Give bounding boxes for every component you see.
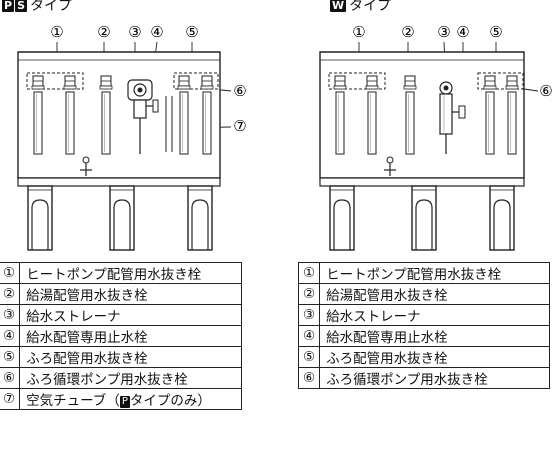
legend-label: ヒートポンプ配管用水抜き栓 [19,262,242,284]
callout-5: ⑤ [489,23,502,41]
callout-1: ① [352,23,365,41]
type-badge-p: P [119,396,130,408]
callout-2: ② [97,23,110,41]
legend-label: 給湯配管用水抜き栓 [19,283,242,305]
legend-num: ③ [297,304,321,326]
legend-num: ④ [0,325,21,347]
type-badge-w: W [330,0,347,12]
callout-4: ④ [456,23,469,41]
legend-num: ⑥ [0,367,21,389]
air-tube-icon [165,96,173,152]
strainer-icon [439,81,466,154]
legend-label-part: タイプのみ） [129,393,211,409]
right-panel-title-text: タイプ [349,0,392,14]
legend-num: ④ [297,325,321,347]
legend-label: ヒートポンプ配管用水抜き栓 [319,262,550,284]
legend-num: ① [0,262,21,284]
left-panel-title-text: タイプ [30,0,72,14]
type-badge-p: P [2,0,15,12]
legend-label: ふろ循環ポンプ用水抜き栓 [19,367,242,389]
legend-label: 給水配管専用止水栓 [319,325,550,347]
legend-label: ふろ循環ポンプ用水抜き栓 [319,367,550,389]
legend-num: ⑦ [0,388,21,410]
callout-7: ⑦ [233,117,246,135]
callout-3: ③ [128,23,141,41]
callout-5: ⑤ [185,23,198,41]
valve-diagrams: ① ② ③ ④ ⑤ ⑥ ⑦ [17,23,552,251]
legend-label: 給水配管専用止水栓 [19,325,242,347]
legend-label: ふろ配管用水抜き栓 [319,346,550,368]
callout-3: ③ [437,23,450,41]
callout-6: ⑥ [539,82,552,100]
legend-num: ② [297,283,321,305]
left-diagram: ① ② ③ ④ ⑤ ⑥ ⑦ [17,23,247,251]
legend-num: ① [297,262,321,284]
callout-1: ① [50,23,63,41]
callout-6: ⑥ [233,82,246,100]
legend-num: ② [0,283,21,305]
legend-label: 給水ストレーナ [319,304,550,326]
legend-label: 給湯配管用水抜き栓 [319,283,550,305]
legend-label: ふろ配管用水抜き栓 [19,346,242,368]
legend-num: ⑥ [297,367,321,389]
legend-label-part: 空気チューブ（ [26,393,120,409]
legend-num: ③ [0,304,21,326]
drain-tap-icon [80,156,92,176]
legend-label: 給水ストレーナ [19,304,242,326]
callout-4: ④ [150,23,163,41]
right-diagram: ① ② ③ ④ ⑤ ⑥ [319,23,552,251]
strainer-icon [127,79,159,154]
drain-tap-icon [384,156,396,176]
type-badge-s: S [15,0,27,12]
legend-num: ⑤ [297,346,321,368]
callout-2: ② [401,23,414,41]
legend-num: ⑤ [0,346,21,368]
